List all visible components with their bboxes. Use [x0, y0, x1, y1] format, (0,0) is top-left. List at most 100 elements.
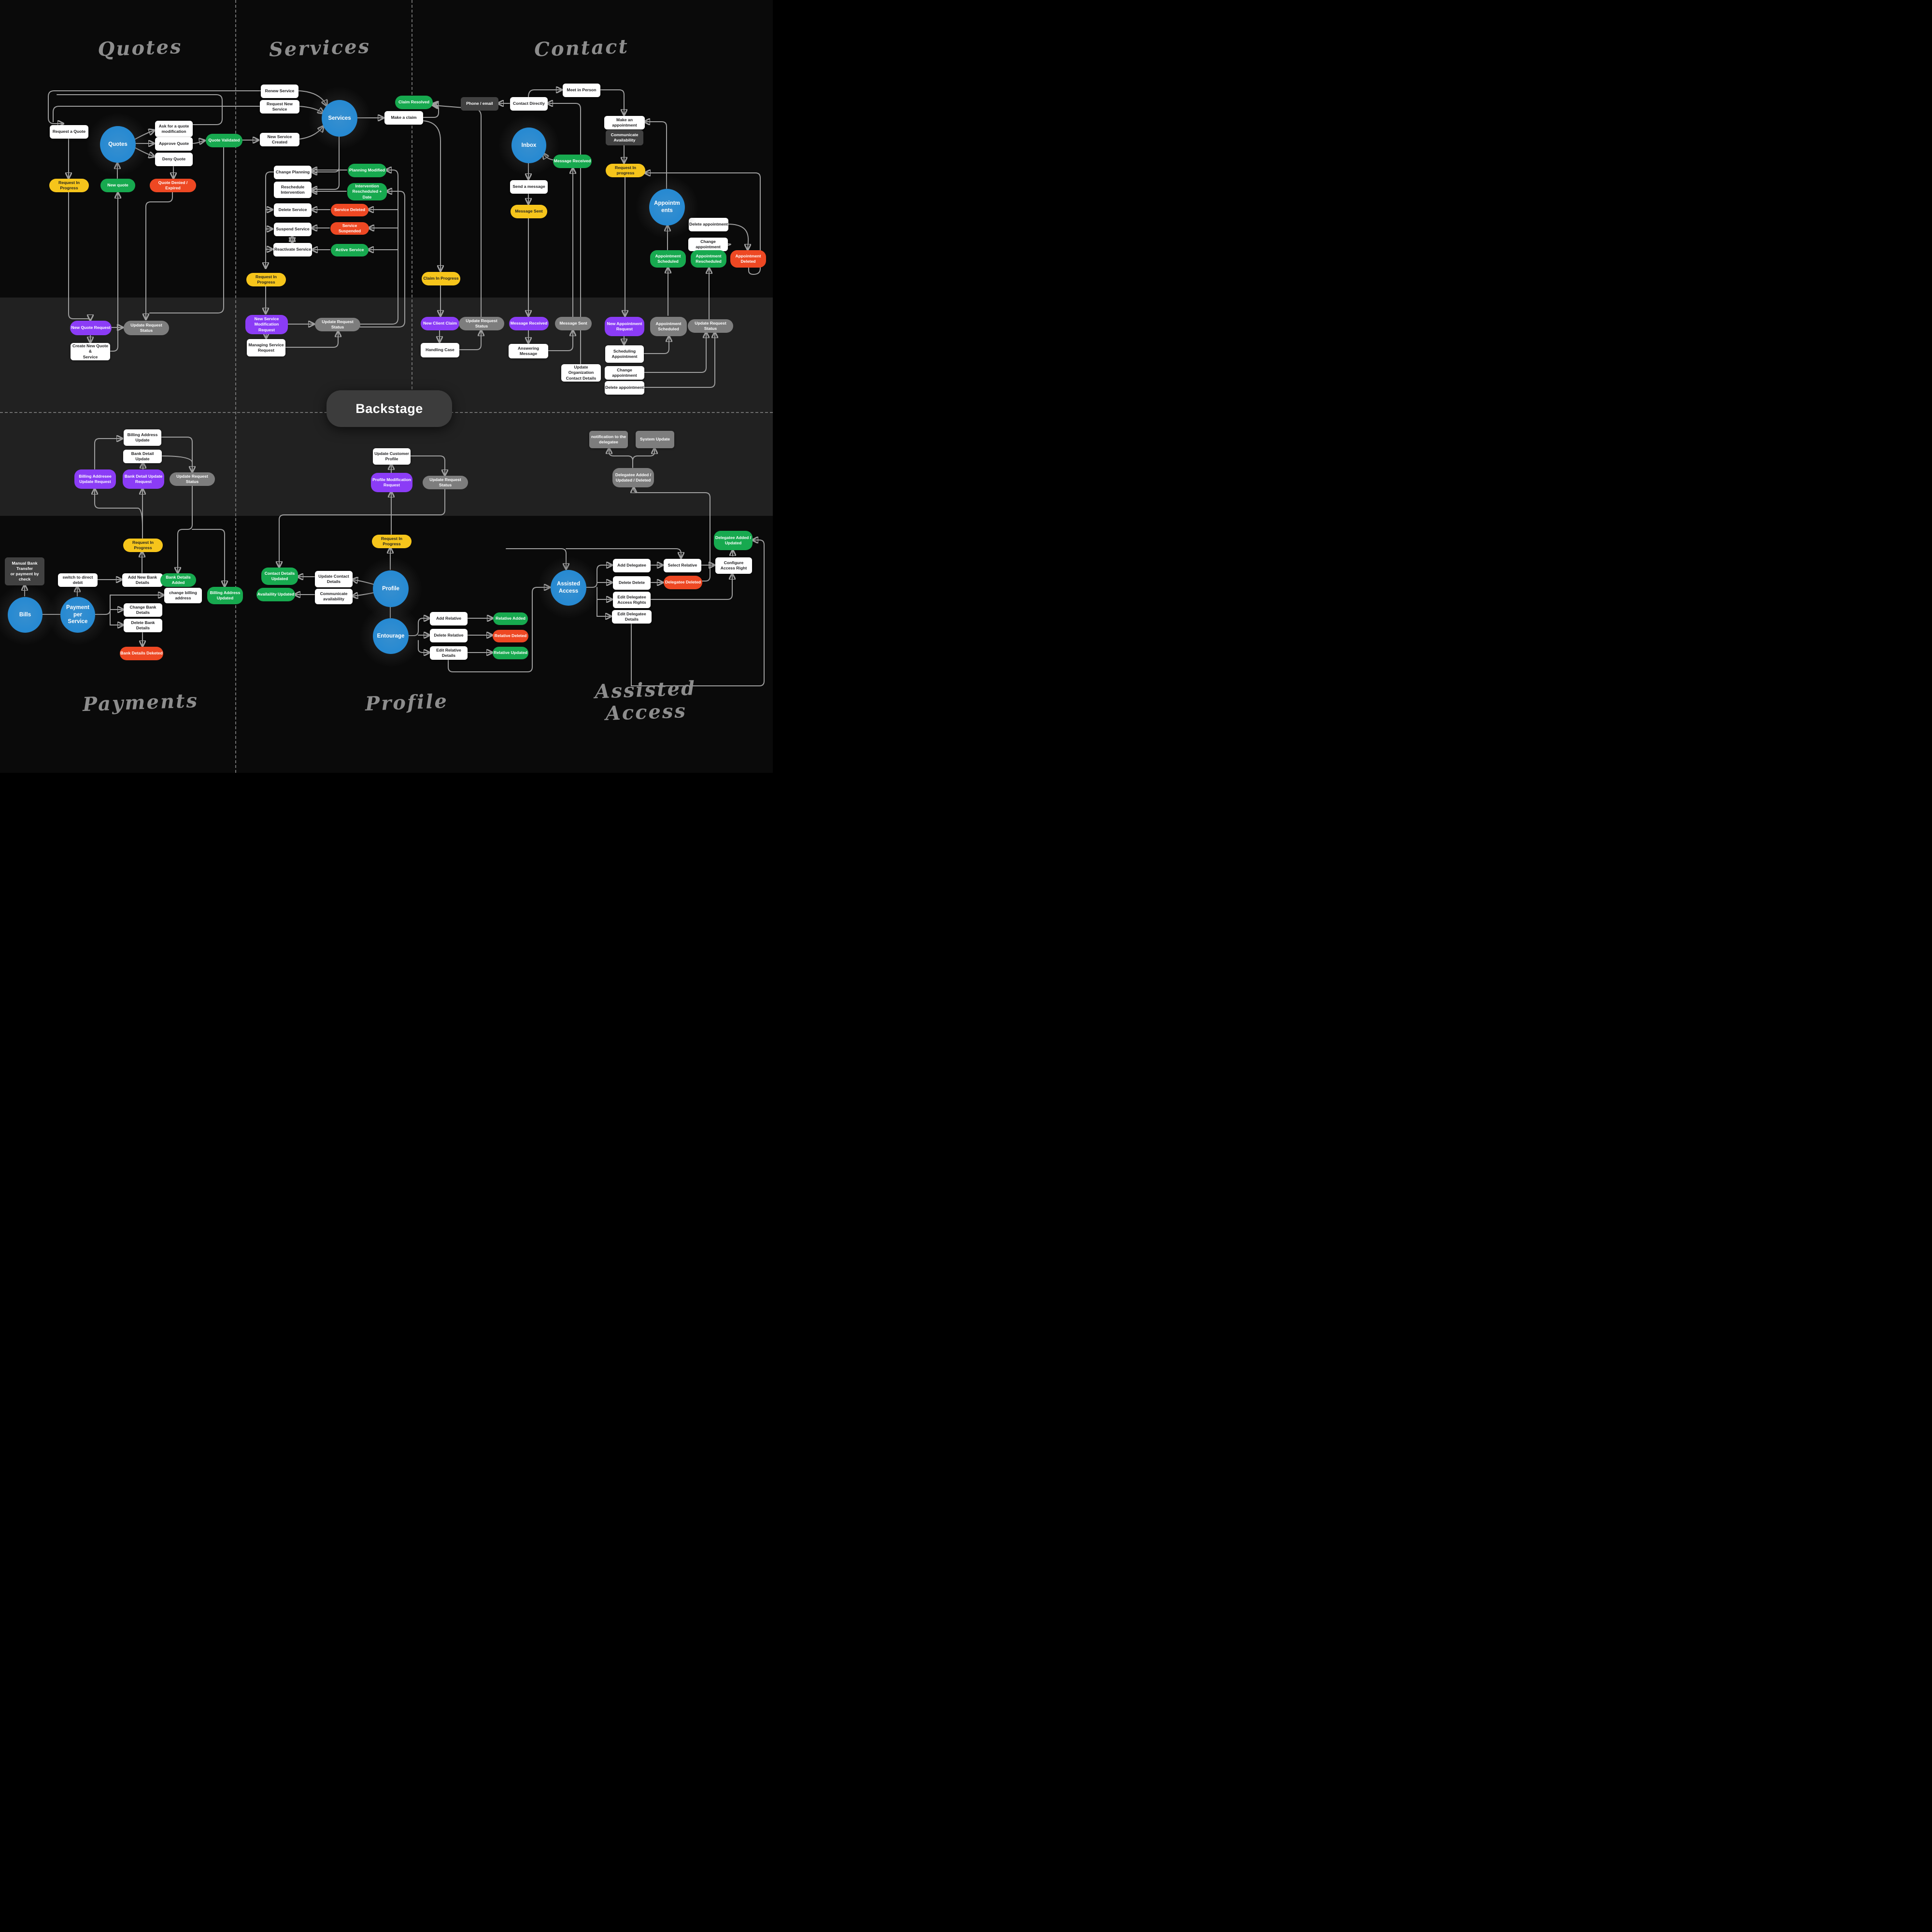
quote-validated-node[interactable]: Quote Validated — [206, 134, 242, 147]
message-sent-gray-node[interactable]: Message Sent — [555, 317, 592, 330]
make-a-claim-node[interactable]: Make a claim — [384, 111, 423, 125]
appointment-scheduled-gray-node[interactable]: Appointment Scheduled — [650, 317, 687, 336]
new-appointment-request-node[interactable]: New Appointment Request — [605, 317, 644, 336]
request-in-progress-payments-node[interactable]: Request In Progress — [123, 539, 163, 552]
delete-bank-details-node[interactable]: Delete Bank Details — [124, 619, 162, 632]
new-quote-request-node[interactable]: New Quote Request — [70, 321, 112, 335]
new-client-claim-node[interactable]: New Client Claim — [421, 317, 459, 330]
claim-in-progress-node[interactable]: Claim In Progress — [422, 272, 460, 285]
appointment-rescheduled-green-node[interactable]: Appointment Rescheduled — [691, 250, 726, 268]
delete-appointment-front-node[interactable]: Delete appointment — [689, 218, 728, 231]
new-service-modification-request-node[interactable]: New Service Modification Request — [245, 315, 288, 334]
change-billing-address-node[interactable]: change billing address — [164, 588, 202, 603]
delegatee-added-updated-deleted-node[interactable]: Delegatee Added / Updated / Deleted — [612, 468, 654, 487]
relative-deleted-node[interactable]: Relative Deleted — [493, 630, 528, 642]
add-relative-node[interactable]: Add Relative — [430, 612, 468, 625]
phone-email-node[interactable]: Phone / email — [461, 97, 498, 111]
request-in-progress-services-node[interactable]: Request In Progress — [246, 273, 286, 286]
deny-quote-node[interactable]: Deny Quote — [155, 153, 193, 166]
appointment-scheduled-green-node[interactable]: Appointment Scheduled — [650, 250, 686, 268]
request-in-progress-profile-node[interactable]: Request In Progress — [372, 535, 412, 548]
update-request-status-quotes-node[interactable]: Update Request Status — [124, 321, 169, 335]
manual-bank-transfer-node[interactable]: Manual Bank Transfer or payment by check — [5, 557, 44, 585]
planning-modified-node[interactable]: Planning Modified — [348, 164, 386, 177]
ask-for-quote-modification-node[interactable]: Ask for a quote modification — [155, 121, 193, 137]
reactivate-service-node[interactable]: Reactivate Service — [273, 243, 312, 256]
bank-details-added-node[interactable]: Bank Details Added — [160, 573, 196, 587]
handling-case-node[interactable]: Handling Case — [421, 343, 459, 357]
suspend-service-node[interactable]: Suspend Service — [274, 223, 312, 236]
services-circle[interactable]: Services — [308, 86, 371, 151]
payment-per-service-circle[interactable]: Payment per Service — [47, 583, 109, 647]
edit-relative-details-node[interactable]: Edit Relative Details — [430, 646, 468, 660]
add-delegatee-node[interactable]: Add Delegatee — [613, 559, 651, 572]
message-received-purple-node[interactable]: Message Received — [509, 317, 549, 330]
intervention-rescheduled-date-node[interactable]: Intervention Rescheduled + Date — [347, 183, 387, 200]
update-contact-details-node[interactable]: Update Contact Details — [315, 571, 353, 587]
bank-details-deketed-node[interactable]: Bank Details Deketed — [120, 647, 163, 660]
change-planning-node[interactable]: Change Planning — [274, 166, 312, 179]
delete-service-node[interactable]: Delete Service — [274, 203, 312, 217]
approve-quote-node[interactable]: Approve Quote — [155, 137, 193, 151]
notification-to-the-delegatee-node[interactable]: notification to the delegatee — [589, 431, 628, 448]
change-appointment-front-node[interactable]: Change appointment — [688, 238, 728, 251]
billing-addresee-update-request-node[interactable]: Billing Addresee Update Request — [74, 469, 116, 489]
inbox-circle[interactable]: Inbox — [498, 114, 560, 177]
change-bank-details-node[interactable]: Change Bank Details — [124, 603, 162, 617]
availaility-updated-node[interactable]: Availaility Updated — [256, 588, 295, 601]
profile-modification-request-node[interactable]: Profile Modification Request — [371, 473, 412, 492]
renew-service-node[interactable]: Renew Service — [261, 85, 298, 98]
quote-denied-expired-node[interactable]: Quote Denied / Expired — [150, 179, 196, 192]
update-request-status-services-node[interactable]: Update Request Status — [315, 318, 360, 331]
edit-delegatee-details-node[interactable]: Edit Delegatee Details — [612, 610, 652, 624]
contact-directly-node[interactable]: Contact Directly — [510, 97, 548, 111]
message-received-green-node[interactable]: Message Received — [553, 155, 592, 168]
request-new-service-node[interactable]: Request New Service — [260, 100, 299, 114]
scheduling-appointment-node[interactable]: Scheduling Appointment — [605, 345, 644, 363]
update-request-status-profile-node[interactable]: Update Request Status — [423, 476, 468, 489]
edit-delegatee-access-rights-node[interactable]: Edit Delegatee Access Rights — [613, 592, 651, 608]
profile-circle[interactable]: Profile — [359, 556, 423, 621]
relative-added-node[interactable]: Relative Added — [493, 612, 528, 625]
change-appointment-back-node[interactable]: Change appointment — [605, 366, 644, 380]
create-new-quote-service-node[interactable]: Create New Quote & Service — [71, 343, 110, 360]
add-new-bank-details-node[interactable]: Add New Bank Details — [122, 573, 163, 587]
assisted-access-circle[interactable]: Assisted Access — [537, 556, 600, 620]
quotes-circle[interactable]: Quotes — [86, 112, 150, 177]
send-a-message-node[interactable]: Send a message — [510, 180, 548, 194]
delete-relative-node[interactable]: Delete Relative — [430, 629, 468, 642]
communicate-availability-profile-node[interactable]: Communicate availability — [315, 589, 353, 604]
update-request-status-payments-node[interactable]: Update Request Status — [170, 472, 215, 486]
new-quote-node[interactable]: New quote — [100, 179, 135, 192]
update-request-status-contact-node[interactable]: Update Request Status — [688, 319, 733, 333]
update-request-status-claims-node[interactable]: Update Request Status — [459, 317, 504, 330]
active-service-node[interactable]: Active Service — [331, 244, 369, 256]
select-relative-node[interactable]: Select Relative — [664, 559, 701, 572]
bills-circle[interactable]: Bills — [0, 583, 56, 647]
claim-resolved-node[interactable]: Claim Resolved — [395, 96, 433, 109]
update-customer-profile-node[interactable]: Update Customer Profile — [373, 448, 411, 465]
delete-appointment-back-node[interactable]: Delete appointment — [605, 381, 644, 395]
make-an-appointment-node[interactable]: Make an appointment — [604, 116, 645, 129]
relative-updated-node[interactable]: Relative Updated — [493, 647, 528, 659]
system-update-node[interactable]: System Update — [636, 431, 674, 448]
delegatee-deleted-node[interactable]: Delegatee Deleted — [664, 576, 702, 589]
managing-service-request-node[interactable]: Managing Service Request — [247, 339, 285, 356]
billing-address-update-node[interactable]: Billing Address Update — [124, 429, 161, 446]
delegatee-added-updated-node[interactable]: Delegatee Added / Updated — [714, 531, 753, 550]
entourage-circle[interactable]: Entourage — [359, 604, 423, 668]
meet-in-person-node[interactable]: Meet in Person — [563, 84, 600, 97]
bank-detail-update-node[interactable]: Bank Detail Update — [123, 450, 162, 463]
appointment-deleted-red-node[interactable]: Appointment Deleted — [730, 250, 766, 268]
service-suspended-node[interactable]: Service Suspended — [330, 222, 369, 235]
delete-delete-node[interactable]: Delete Delete — [613, 576, 651, 590]
reschedule-intervention-node[interactable]: Reschedule Intervention — [274, 182, 312, 198]
communicate-availability-dark-node[interactable]: Communicate Availability — [606, 130, 643, 145]
contact-details-updated-node[interactable]: Contact Details Updated — [261, 568, 298, 585]
billing-address-updated-node[interactable]: Billing Address Updated — [207, 587, 243, 604]
bank-detail-update-request-node[interactable]: Bank Detail Update Request — [123, 469, 164, 489]
new-service-created-node[interactable]: New Service Created — [260, 133, 299, 146]
appointments-circle[interactable]: Appointm ents — [635, 175, 699, 240]
request-in-progress-contact-node[interactable]: Request In progress — [606, 164, 645, 177]
switch-to-direct-debit-node[interactable]: switch to direct debit — [58, 573, 98, 587]
